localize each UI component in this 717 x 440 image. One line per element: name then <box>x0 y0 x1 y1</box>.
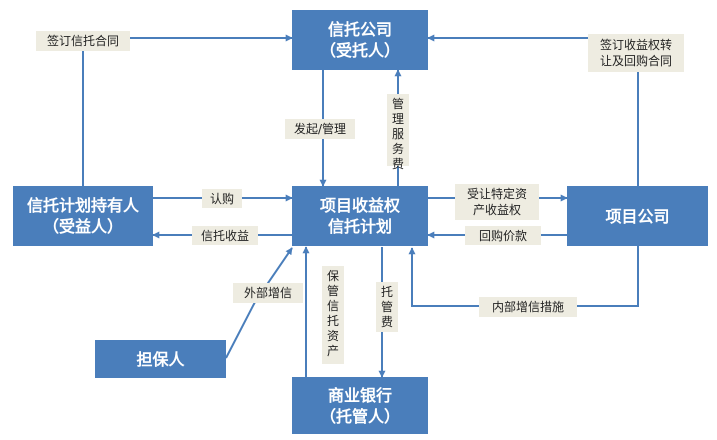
vertical-label-char: 信 <box>326 299 339 313</box>
label-transfer-line1: 受让特定资 <box>466 187 527 201</box>
vertical-label-char: 产 <box>326 344 339 358</box>
node-guarantor: 担保人 <box>95 340 226 378</box>
vertical-label-char: 托 <box>326 314 339 328</box>
label-repurchase: 回购价款 <box>465 226 541 245</box>
node-bank-line2: （托管人） <box>319 406 400 426</box>
label-subscribe: 认购 <box>202 189 242 208</box>
vertical-label-char: 费 <box>380 315 393 329</box>
label-transfer-line2: 产收益权 <box>472 203 521 217</box>
node-bank-line1: 商业银行 <box>327 385 392 405</box>
label-initiate-manage: 发起/管理 <box>285 119 355 139</box>
label-custody-assets: 保管信托资产 <box>322 266 344 364</box>
node-plan: 项目收益权 信托计划 <box>292 186 428 246</box>
label-internal-credit: 内部增信措施 <box>479 297 577 317</box>
node-bank: 商业银行 （托管人） <box>292 377 428 434</box>
node-holder: 信托计划持有人 （受益人） <box>13 186 153 246</box>
node-guarantor-line1: 担保人 <box>136 349 185 369</box>
label-mgmt-fee: 管理服务费 <box>387 94 409 171</box>
label-sign-trust-contract: 签订信托合同 <box>36 31 130 51</box>
label-external-credit: 外部增信 <box>233 283 303 303</box>
label-sign-transfer-line1: 签订收益权转 <box>599 38 672 52</box>
node-trust-company-line1: 信托公司 <box>327 20 392 39</box>
node-holder-line2: （受益人） <box>42 217 123 236</box>
vertical-label-char: 资 <box>326 329 339 343</box>
vertical-label-char: 管 <box>380 300 393 314</box>
label-sign-transfer-line2: 让及回购合同 <box>599 54 672 68</box>
arrow-guarantor-to-plan <box>225 247 293 359</box>
label-custody-fee: 托管费 <box>376 282 398 332</box>
vertical-label-char: 管 <box>326 284 339 298</box>
node-holder-line1: 信托计划持有人 <box>26 196 139 215</box>
label-transfer-income-right: 受让特定资 产收益权 <box>455 184 539 220</box>
vertical-label-char: 理 <box>391 112 404 126</box>
vertical-label-char: 托 <box>380 285 393 299</box>
node-trust-company: 信托公司 （受托人） <box>292 10 428 70</box>
vertical-label-char: 务 <box>391 142 404 156</box>
label-trust-income: 信托收益 <box>192 226 258 245</box>
label-sign-transfer-contract: 签订收益权转 让及回购合同 <box>588 34 684 72</box>
vertical-label-char: 保 <box>326 269 339 283</box>
vertical-label-char: 费 <box>391 157 404 171</box>
vertical-label-char: 服 <box>391 127 404 141</box>
node-project-company: 项目公司 <box>567 186 708 246</box>
arrow-holder-to-trust-company <box>82 34 293 186</box>
node-project-company-line1: 项目公司 <box>605 206 670 226</box>
node-plan-line1: 项目收益权 <box>319 196 400 215</box>
node-trust-company-line2: （受托人） <box>319 41 400 60</box>
vertical-label-char: 管 <box>391 97 404 111</box>
node-plan-line2: 信托计划 <box>327 217 392 236</box>
